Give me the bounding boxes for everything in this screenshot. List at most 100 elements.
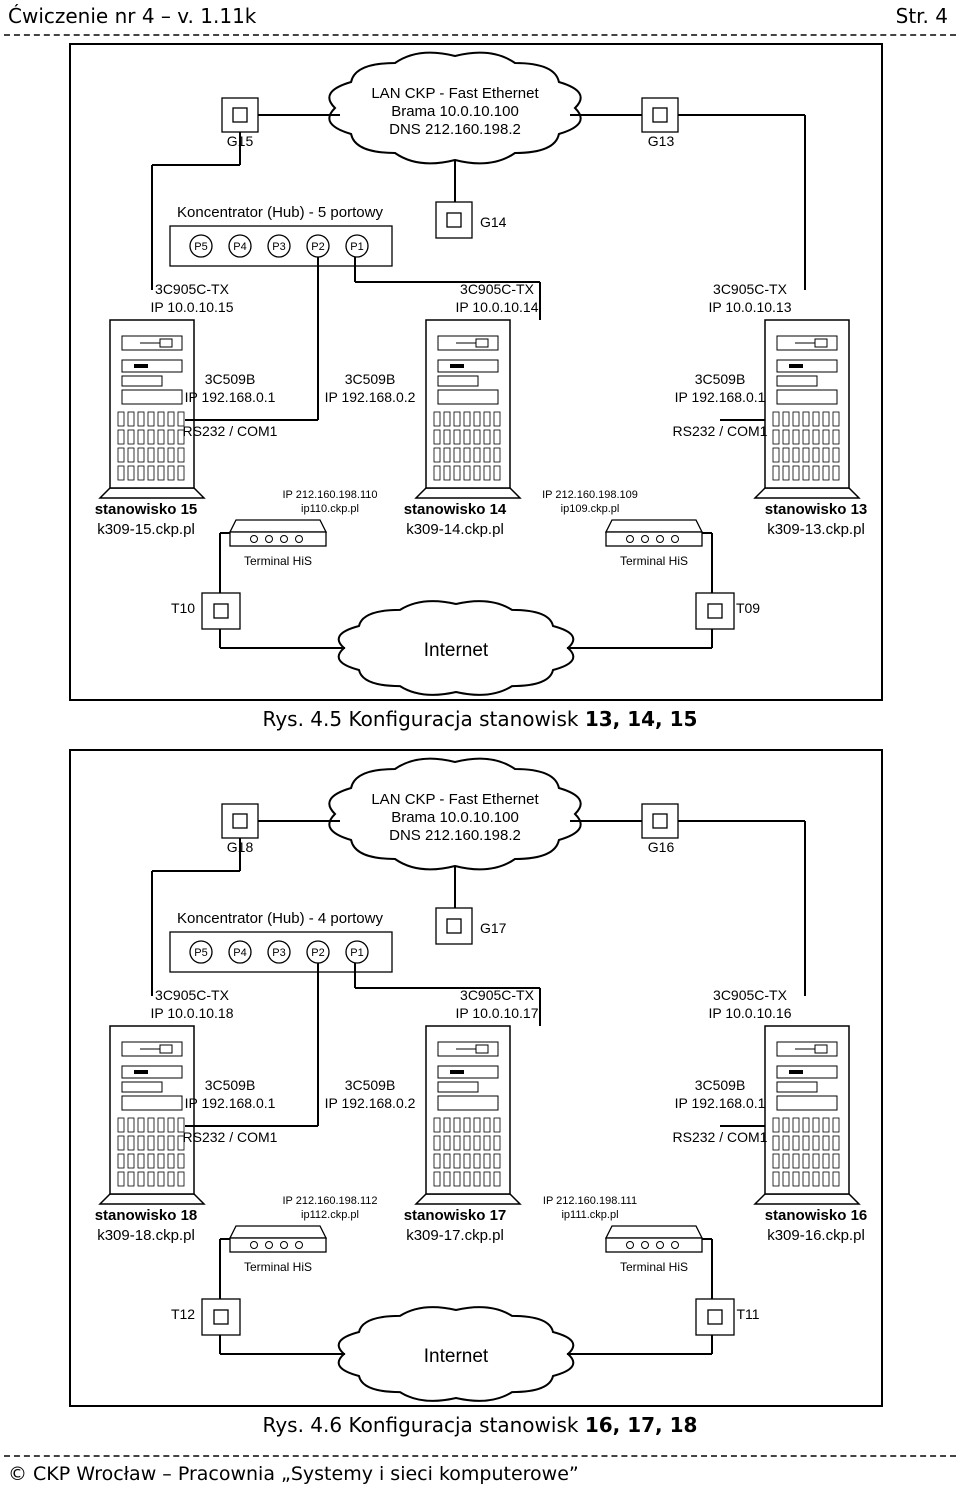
- vent-slot: [772, 429, 780, 445]
- vent-slot: [433, 429, 441, 445]
- vent-slot: [137, 1117, 145, 1133]
- vent-slot: [463, 1135, 471, 1151]
- lan-name: LAN CKP - Fast Ethernet: [371, 791, 539, 808]
- hub-port-label: P1: [350, 947, 363, 959]
- vent-slot: [493, 465, 501, 481]
- vent-slot: [433, 1135, 441, 1151]
- vent-slot: [483, 1171, 491, 1187]
- station-nic2: 3C509B: [205, 1077, 256, 1093]
- hub-port: [267, 234, 291, 258]
- vent-slot: [453, 465, 461, 481]
- vent-slot: [157, 447, 165, 463]
- internet-label: Internet: [424, 1346, 489, 1367]
- terminal-front: [605, 1237, 703, 1253]
- station-hostname: k309-15.ckp.pl: [97, 521, 195, 538]
- workstation-tower: [753, 319, 861, 499]
- vent-slot: [453, 1153, 461, 1169]
- station-nic1: 3C905C-TX: [460, 987, 535, 1003]
- station-nic2: 3C509B: [205, 371, 256, 387]
- terminal-hostname: ip110.ckp.pl: [301, 503, 359, 515]
- diagram-frame: [69, 43, 883, 701]
- vent-slot: [832, 1171, 840, 1187]
- vent-slot: [127, 1171, 135, 1187]
- vent-slot: [443, 1117, 451, 1133]
- vent-slot: [137, 447, 145, 463]
- hub-port: [267, 940, 291, 964]
- terminal-his: [604, 1225, 704, 1253]
- vent-slot: [117, 411, 125, 427]
- drive-led: [134, 1070, 148, 1074]
- vent-slot: [802, 429, 810, 445]
- vent-slot: [147, 447, 155, 463]
- drive-button: [159, 338, 173, 348]
- lan-dns: DNS 212.160.198.2: [389, 121, 521, 138]
- vent-slot: [177, 411, 185, 427]
- vent-slot: [822, 429, 830, 445]
- station-name: stanowisko 18: [95, 1207, 198, 1224]
- tower-base: [98, 487, 206, 499]
- lan-cloud: [328, 51, 582, 165]
- station-hostname: k309-18.ckp.pl: [97, 1227, 195, 1244]
- vent-slot: [782, 447, 790, 463]
- drive-bay: [437, 389, 499, 405]
- terminal-his: [228, 519, 328, 547]
- tower-base: [753, 1193, 861, 1205]
- vent-slot: [117, 429, 125, 445]
- vent-slot: [443, 411, 451, 427]
- vent-slot: [453, 411, 461, 427]
- vent-slot: [473, 1117, 481, 1133]
- vent-slot: [167, 411, 175, 427]
- station-hostname: k309-16.ckp.pl: [767, 1227, 865, 1244]
- terminal-label: Terminal HiS: [620, 1260, 688, 1274]
- workstation-tower: [98, 1025, 206, 1205]
- vent-slot: [493, 429, 501, 445]
- terminal-his: [228, 1225, 328, 1253]
- station-hostname: k309-14.ckp.pl: [406, 521, 504, 538]
- vent-slot: [167, 465, 175, 481]
- drive-bay: [121, 359, 183, 373]
- vent-slot: [483, 411, 491, 427]
- vent-slot: [493, 1171, 501, 1187]
- vent-slot: [792, 447, 800, 463]
- vent-slot: [443, 1171, 451, 1187]
- station-nic1: 3C905C-TX: [460, 281, 535, 297]
- vent-slot: [463, 411, 471, 427]
- socket-port: [232, 107, 248, 123]
- vent-slot: [772, 1117, 780, 1133]
- vent-slot: [802, 1153, 810, 1169]
- vent-slot: [812, 465, 820, 481]
- vent-slot: [137, 429, 145, 445]
- vent-slot: [443, 1135, 451, 1151]
- hub-port: [189, 234, 213, 258]
- vent-slot: [177, 465, 185, 481]
- vent-slot: [792, 1153, 800, 1169]
- drive-button: [814, 1044, 828, 1054]
- footer-rule: [4, 1455, 956, 1457]
- drive-led: [450, 1070, 464, 1074]
- vent-slot: [137, 1153, 145, 1169]
- header-rule: [4, 34, 956, 36]
- vent-slot: [453, 1135, 461, 1151]
- terminal-led: [656, 1241, 664, 1249]
- terminal-front: [605, 531, 703, 547]
- page-number: Str. 4: [895, 4, 948, 28]
- hub-port-label: P4: [233, 241, 246, 253]
- station-name: stanowisko 16: [765, 1207, 868, 1224]
- tower-base: [414, 487, 522, 499]
- station-serial-port: RS232 / COM1: [673, 1129, 768, 1145]
- vent-slot: [822, 411, 830, 427]
- station-ip1: IP 10.0.10.15: [150, 299, 233, 315]
- vent-slot: [157, 1135, 165, 1151]
- drive-led: [450, 364, 464, 368]
- hub-port: [345, 234, 369, 258]
- lan-name: LAN CKP - Fast Ethernet: [371, 85, 539, 102]
- vent-slot: [117, 1117, 125, 1133]
- socket-port: [652, 107, 668, 123]
- vent-slot: [822, 1117, 830, 1133]
- station-ip1: IP 10.0.10.17: [455, 1005, 538, 1021]
- vent-slot: [147, 1153, 155, 1169]
- vent-slot: [812, 1135, 820, 1151]
- vent-slot: [832, 1153, 840, 1169]
- vent-slot: [453, 447, 461, 463]
- hub-port-label: P4: [233, 947, 246, 959]
